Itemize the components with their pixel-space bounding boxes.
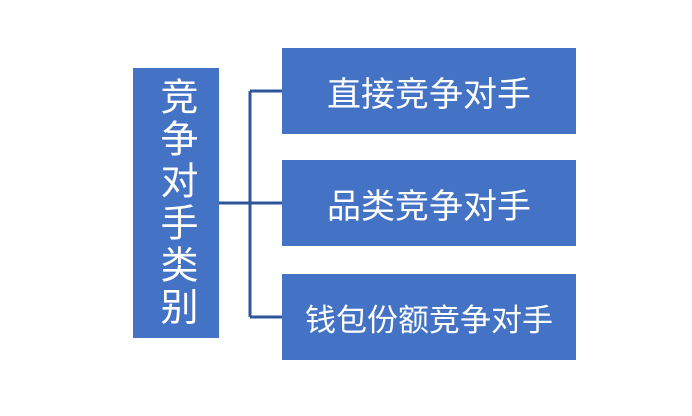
child-label-direct-competitors: 直接竞争对手 — [327, 74, 531, 115]
child-label-wallet-share-competitors: 钱包份额竞争对手 — [305, 302, 553, 339]
child-box-category-competitors: 品类竞争对手 — [282, 160, 576, 246]
child-label-category-competitors: 品类竞争对手 — [327, 186, 531, 227]
root-category-label: 竞争对手类别 — [154, 77, 198, 329]
child-box-direct-competitors: 直接竞争对手 — [282, 48, 576, 134]
child-box-wallet-share-competitors: 钱包份额竞争对手 — [282, 274, 576, 360]
root-category-box: 竞争对手类别 — [133, 68, 219, 338]
